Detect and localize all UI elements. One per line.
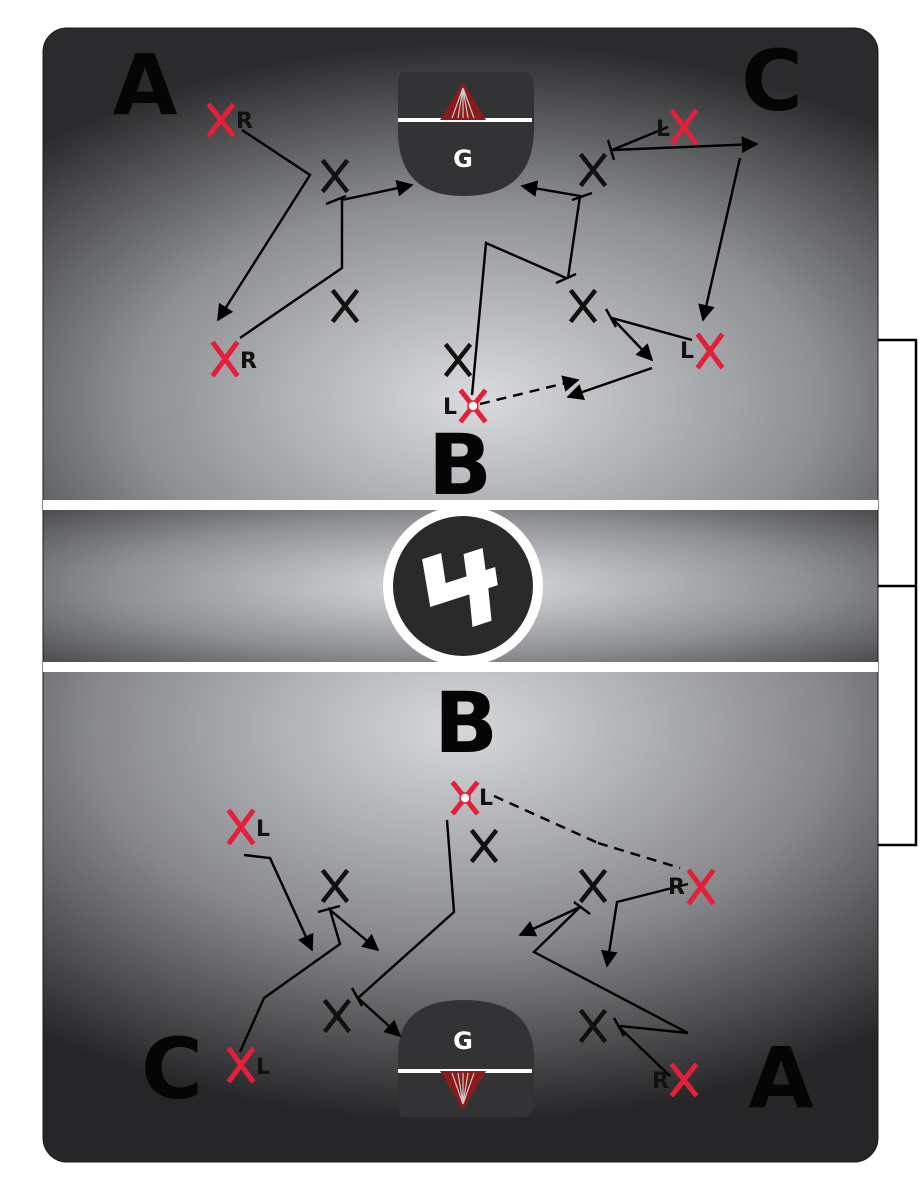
goal-crease-bottom: G (398, 1000, 534, 1117)
zone-label-b-bottom: B (434, 674, 498, 772)
goal-label-bottom: G (453, 1027, 473, 1055)
side-label-l: L (256, 1055, 270, 1080)
goal-net-icon (440, 1071, 486, 1110)
restraining-line-bottom (43, 662, 878, 672)
defense-player-icon (578, 868, 608, 904)
zone-label-a-top: A (112, 36, 177, 134)
defense-player-icon (320, 868, 350, 904)
restraining-line-top (43, 500, 878, 510)
defense-player-icon (320, 158, 350, 194)
side-label-l: L (680, 339, 694, 364)
goal-label-top: G (453, 145, 473, 173)
play-lines-bottom (238, 794, 689, 1077)
side-label-l: L (479, 786, 493, 811)
offense-player-icon (206, 102, 236, 138)
side-label-r: R (236, 109, 253, 134)
side-label-l: L (256, 817, 270, 842)
defense-player-icon (443, 342, 473, 378)
defense-player-icon (578, 1008, 608, 1044)
zone-label-c-top: C (741, 32, 803, 130)
side-label-r: R (668, 875, 685, 900)
side-label-r: R (240, 349, 257, 374)
offense-player-ball-icon (458, 388, 488, 424)
defense-player-icon (322, 998, 352, 1034)
defense-player-icon (469, 828, 499, 864)
defense-player-icon (568, 288, 598, 324)
zone-label-c-bottom: C (141, 1020, 203, 1118)
offense-player-ball-icon (450, 780, 480, 816)
play-lines-top (216, 125, 759, 406)
offense-player-icon (226, 808, 256, 846)
offense-player-icon (210, 340, 240, 378)
offense-player-icon (669, 108, 699, 146)
offense-player-icon (669, 1062, 699, 1098)
zone-label-b-top: B (428, 416, 492, 514)
lacrosse-logo-icon (383, 506, 543, 666)
side-label-l: L (443, 395, 457, 420)
bracket-line (878, 338, 918, 847)
offense-player-icon (226, 1046, 256, 1084)
offense-player-icon (695, 332, 725, 370)
defense-player-icon (578, 152, 608, 188)
defense-player-icon (330, 288, 360, 324)
side-label-r: R (652, 1069, 669, 1094)
side-label-l: L (656, 117, 670, 142)
goal-net-icon (440, 82, 486, 120)
zone-label-a-bottom: A (748, 1029, 813, 1127)
offense-player-icon (686, 868, 716, 906)
goal-crease-top: G (398, 72, 534, 196)
